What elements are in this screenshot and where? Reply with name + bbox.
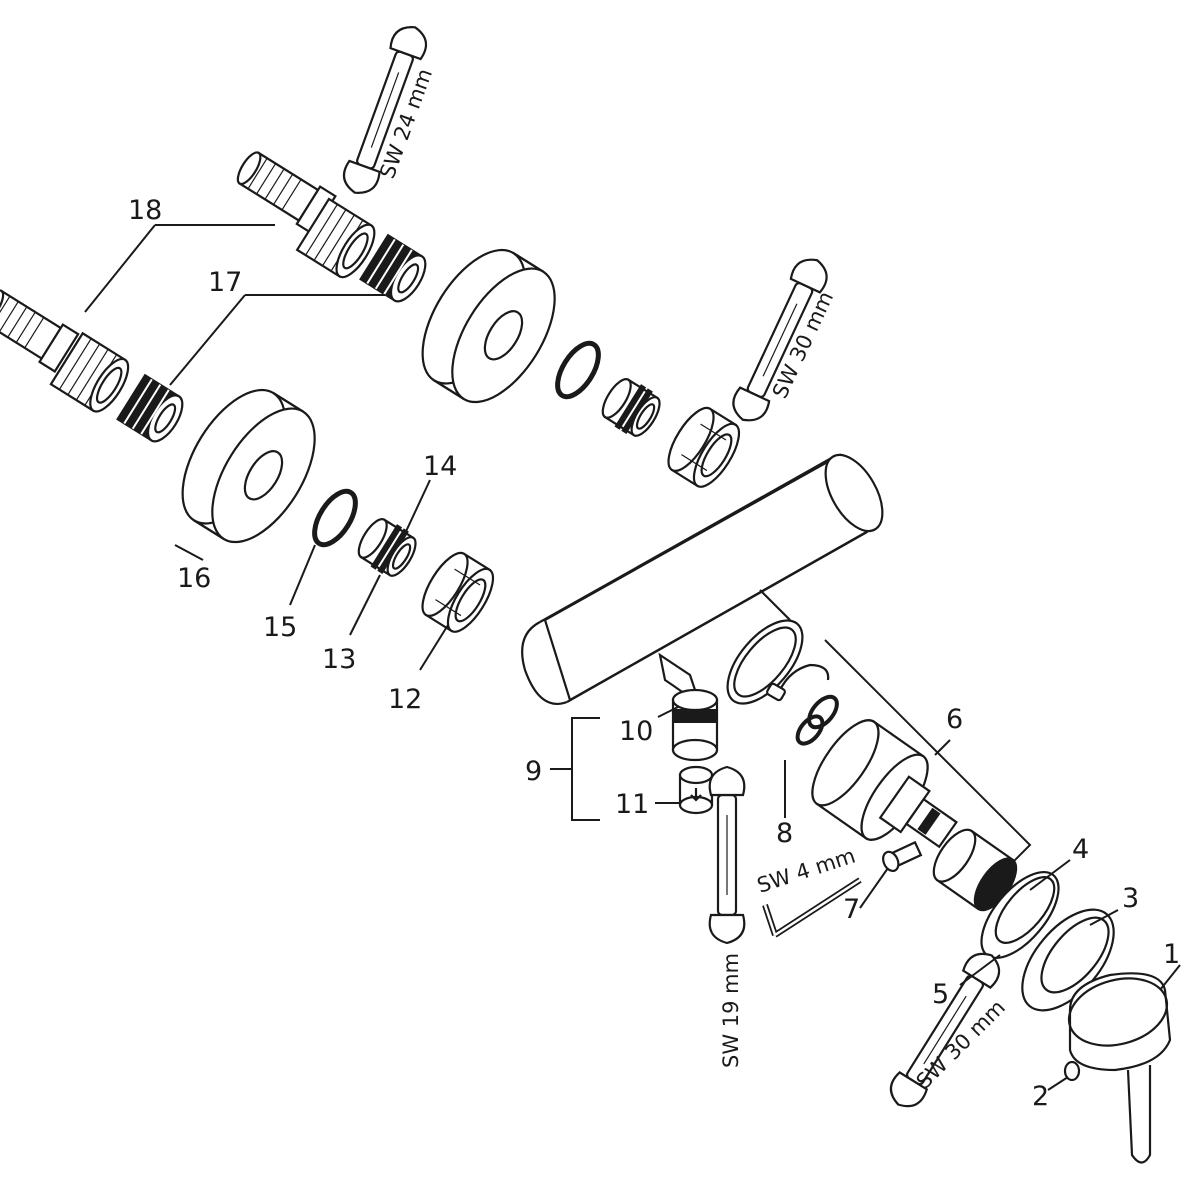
label-6: 6 <box>946 704 963 735</box>
upper-cover-rosette <box>421 248 556 404</box>
label-12: 12 <box>388 684 422 715</box>
label-sw19: SW 19 mm <box>719 953 743 1068</box>
upper-union-nut <box>667 406 741 488</box>
label-9: 9 <box>525 756 542 787</box>
upper-o-ring <box>555 340 601 400</box>
leader-lines <box>84 224 1181 1091</box>
label-2: 2 <box>1032 1081 1049 1112</box>
label-17: 17 <box>208 267 242 298</box>
lower-adapter <box>357 518 417 577</box>
label-5: 5 <box>932 979 949 1010</box>
wrench-sw19-icon <box>708 765 746 945</box>
hex-key-icon <box>762 877 862 938</box>
label-18: 18 <box>128 195 162 226</box>
upper-check-valve <box>359 233 427 303</box>
wrench-sw30-upper-icon <box>732 258 828 422</box>
bracket-9 <box>550 717 600 821</box>
lower-s-union <box>0 289 130 413</box>
lower-check-valve <box>116 373 184 443</box>
part-number-labels: 1 2 3 4 5 6 7 8 9 10 11 12 13 14 15 16 1… <box>128 195 1180 1112</box>
label-7: 7 <box>843 894 860 925</box>
lower-cover-rosette <box>181 388 316 544</box>
upper-s-union <box>236 151 376 279</box>
wrench-sw24-icon <box>342 26 428 194</box>
upper-adapter <box>601 378 661 437</box>
label-13: 13 <box>322 644 356 675</box>
o-rings-8 <box>795 694 839 746</box>
label-11: 11 <box>615 789 649 820</box>
nut-sleeve <box>932 828 1018 912</box>
label-10: 10 <box>619 716 653 747</box>
grub-screw-2 <box>1063 1060 1081 1082</box>
insert-10 <box>671 688 719 762</box>
screw-7 <box>882 840 923 873</box>
label-15: 15 <box>263 612 297 643</box>
label-1: 1 <box>1163 939 1180 970</box>
label-4: 4 <box>1072 834 1089 865</box>
lower-union-nut <box>421 551 495 633</box>
label-8: 8 <box>776 818 793 849</box>
cartridge <box>811 719 958 849</box>
clip-part <box>766 663 830 702</box>
insert-11 <box>678 765 714 815</box>
label-14: 14 <box>423 451 457 482</box>
handle-1 <box>1067 972 1172 1164</box>
mixer-body <box>521 453 884 708</box>
label-3: 3 <box>1122 883 1139 914</box>
lower-o-ring <box>312 488 358 548</box>
label-16: 16 <box>177 563 211 594</box>
